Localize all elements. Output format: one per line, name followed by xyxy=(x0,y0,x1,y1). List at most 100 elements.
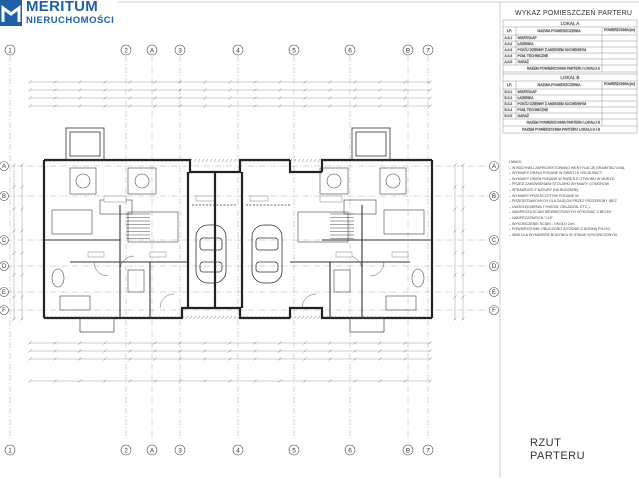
hatch-line xyxy=(277,158,281,163)
hatch-line xyxy=(221,315,225,320)
dim-tick xyxy=(203,80,207,84)
dim-tick xyxy=(253,379,257,383)
dim-tick xyxy=(461,229,465,233)
hatch-line xyxy=(289,158,293,163)
hatch-line xyxy=(229,315,233,320)
row-b-name: POM. TECHNICZNE xyxy=(518,108,549,112)
dim-tick xyxy=(278,96,282,100)
hatch-line xyxy=(333,158,337,163)
hatch-line xyxy=(229,158,233,163)
table-col-name: NAZWA POMIESZCZENIA xyxy=(538,29,582,33)
hatch-line xyxy=(61,158,65,163)
axis-bubble: B xyxy=(0,191,9,201)
row-a-sum-label: RAZEM POWIERZCHNIA PARTERU LOKALU A xyxy=(527,67,601,71)
dim-tick xyxy=(20,185,24,189)
dim-tick xyxy=(178,80,182,84)
dim-tick xyxy=(78,357,82,361)
hatch-line xyxy=(393,158,397,163)
note-item: – 9836 DLA WYMIARÓW BUDYNKU W STANIE WYK… xyxy=(509,232,618,237)
dim-tick xyxy=(378,104,382,108)
hatch-line xyxy=(77,158,81,163)
dim-tick xyxy=(12,163,16,167)
hatch-line xyxy=(365,315,369,320)
hatch-line xyxy=(329,315,333,320)
axis-bubble: 6 xyxy=(344,444,356,456)
hatch-line xyxy=(309,158,313,163)
hatch-line xyxy=(269,315,273,320)
hatch-line xyxy=(77,315,81,320)
hatch-line xyxy=(117,315,121,320)
hatch-line xyxy=(393,315,397,320)
axis-bubble: F xyxy=(489,305,499,315)
hatch-line xyxy=(293,158,297,163)
note-item: – W BUDYNKU ZAPROJEKTOWANO WENTYLACJĘ GR… xyxy=(509,165,626,170)
axis-label: C xyxy=(492,238,497,244)
hatch-line xyxy=(49,315,53,320)
hatch-line xyxy=(81,315,85,320)
hatch-line xyxy=(357,315,361,320)
axis-label: A xyxy=(150,447,155,454)
hatch-line xyxy=(417,158,421,163)
furniture xyxy=(51,167,425,311)
hatch-line xyxy=(45,315,49,320)
hatch-line xyxy=(385,158,389,163)
axis-bubble: 5 xyxy=(288,44,300,56)
dim-tick xyxy=(153,349,157,353)
dim-tick xyxy=(253,88,257,92)
axis-label: 4 xyxy=(236,47,240,54)
dim-tick xyxy=(12,185,16,189)
hatch-line xyxy=(125,158,129,163)
hatch-line xyxy=(277,315,281,320)
row-a-lp: A.0.1 xyxy=(505,36,513,40)
hatch-line xyxy=(325,158,329,163)
dim-tick xyxy=(53,104,57,108)
hatch-line xyxy=(201,315,205,320)
hatch-line xyxy=(313,315,317,320)
garage-cars xyxy=(192,204,290,284)
hatch-line xyxy=(209,158,213,163)
dim-tick xyxy=(353,104,357,108)
hatch-line xyxy=(205,158,209,163)
axis-bubble: B xyxy=(402,44,414,56)
dim-tick xyxy=(403,357,407,361)
hatch-line xyxy=(53,315,57,320)
hatch-line xyxy=(261,315,265,320)
dim-tick xyxy=(428,341,432,345)
axis-label: 7 xyxy=(426,47,430,54)
hatch-line xyxy=(305,158,309,163)
row-a-lp: A.0.2 xyxy=(505,42,513,46)
dim-tick xyxy=(178,341,182,345)
dim-tick xyxy=(28,80,32,84)
dim-tick xyxy=(20,251,24,255)
hatch-line xyxy=(109,315,113,320)
dim-tick xyxy=(403,80,407,84)
hatch-line xyxy=(309,315,313,320)
hatch-line xyxy=(213,315,217,320)
hatch-line xyxy=(421,315,425,320)
hatch-line xyxy=(273,315,277,320)
hatch-line xyxy=(89,315,93,320)
axis-label: 4 xyxy=(236,447,240,454)
dim-tick xyxy=(278,349,282,353)
dim-tick xyxy=(278,341,282,345)
dim-tick xyxy=(128,349,132,353)
hatch-line xyxy=(401,315,405,320)
hatch-line xyxy=(285,315,289,320)
dim-tick xyxy=(428,80,432,84)
hatch-line xyxy=(69,158,73,163)
hatch-line xyxy=(141,158,145,163)
brand-name: MERITUM xyxy=(26,0,99,15)
axis-label: 5 xyxy=(292,447,296,454)
dim-tick xyxy=(453,207,457,211)
dim-tick xyxy=(353,349,357,353)
hatch-line xyxy=(61,315,65,320)
hatch-line xyxy=(321,315,325,320)
hatch-line xyxy=(205,315,209,320)
hatch-line xyxy=(245,158,249,163)
interior-walls xyxy=(44,205,432,318)
dim-tick xyxy=(461,273,465,277)
dim-tick xyxy=(103,341,107,345)
hatch-line xyxy=(381,315,385,320)
